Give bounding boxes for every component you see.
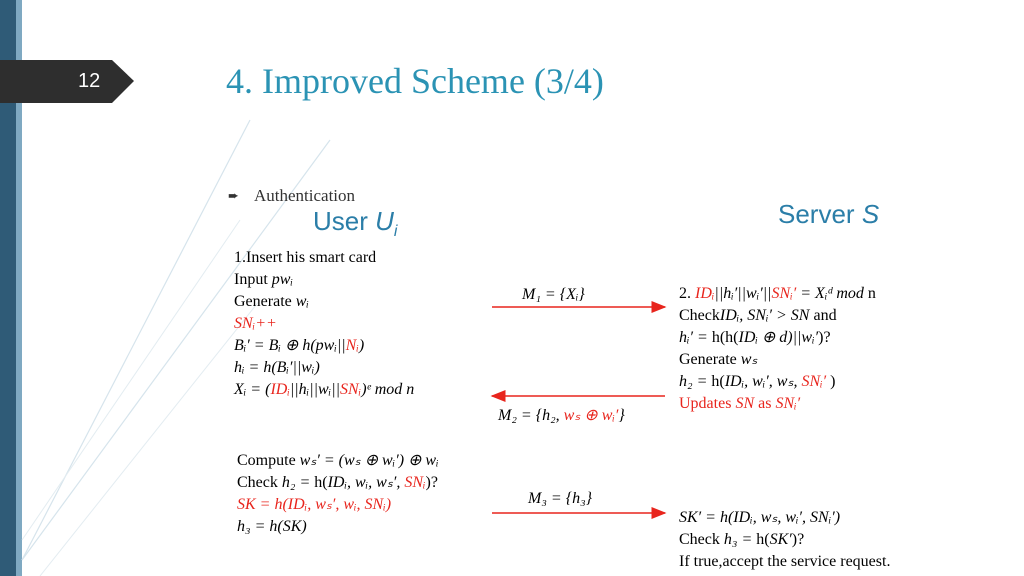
user-step-1: 1.Insert his smart card Input pwᵢ Genera… [234,249,415,398]
server-step-4: SK′ = h(IDᵢ, wₛ, wᵢ′, SNᵢ′) Check h₃ = h… [679,509,891,570]
slide-number-tab [0,60,134,103]
server-step-2: 2. IDᵢ||hᵢ′||wᵢ′||SNᵢ′ = Xᵢᵈ mod n Check… [679,285,876,412]
message-m1: M₁ = {Xᵢ} [522,286,585,303]
left-accent-stripe [16,0,22,576]
arrow-bullet-icon: ➨ [228,188,239,203]
server-header: Server S [778,199,880,229]
message-m2: M₂ = {h₂, wₛ ⊕ wᵢ′} [498,407,625,424]
bullet-authentication: Authentication [254,186,356,205]
user-header: User Ui [313,206,398,241]
user-step-3: Compute wₛ′ = (wₛ ⊕ wᵢ′) ⊕ wᵢ Check h₂ =… [237,452,439,535]
left-accent-bar [0,0,16,576]
slide-number: 12 [78,70,101,92]
slide-title: 4. Improved Scheme (3/4) [226,61,604,101]
message-m3: M₃ = {h₃} [528,490,593,507]
